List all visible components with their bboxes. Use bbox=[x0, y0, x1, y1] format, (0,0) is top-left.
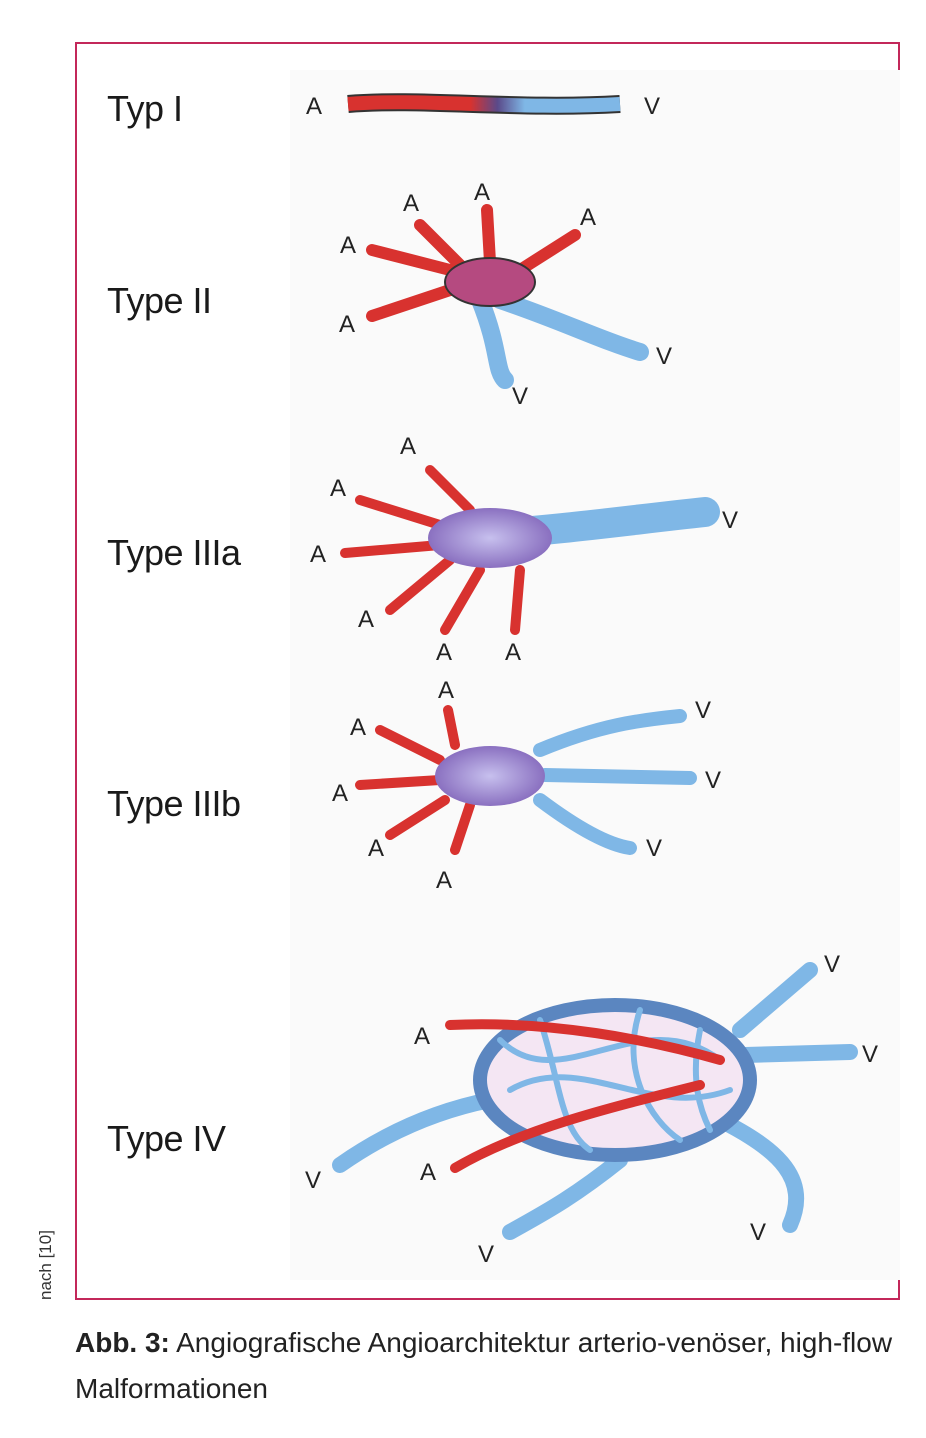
vein-label: V bbox=[478, 1241, 494, 1268]
artery-label: A bbox=[339, 311, 355, 338]
label-type-2: Type II bbox=[107, 280, 212, 321]
artery-label: A bbox=[436, 639, 452, 666]
caption-prefix: Abb. 3: bbox=[75, 1327, 170, 1358]
artery-label: A bbox=[340, 232, 356, 259]
type-1-vessel bbox=[347, 93, 621, 115]
artery-label: A bbox=[330, 475, 346, 502]
vein-label: V bbox=[824, 951, 840, 978]
artery-label: A bbox=[474, 179, 490, 206]
figure-caption: Abb. 3: Angiografische Angioarchitektur … bbox=[75, 1320, 915, 1412]
vein-label: V bbox=[644, 93, 660, 120]
vein-label: V bbox=[705, 767, 721, 794]
source-credit: nach [10] bbox=[36, 1230, 55, 1300]
label-type-3b: Type IIIb bbox=[107, 783, 241, 824]
vein-label: V bbox=[722, 507, 738, 534]
artery-label: A bbox=[420, 1159, 436, 1186]
artery-label: A bbox=[403, 190, 419, 217]
vein-label: V bbox=[750, 1219, 766, 1246]
artery-label: A bbox=[505, 639, 521, 666]
artery-label: A bbox=[414, 1023, 430, 1050]
label-type-1: Typ I bbox=[107, 88, 183, 129]
artery-label: A bbox=[358, 606, 374, 633]
type-4-vessels bbox=[332, 962, 858, 1240]
vein-label: V bbox=[646, 835, 662, 862]
vein-label: V bbox=[695, 697, 711, 724]
label-type-3a: Type IIIa bbox=[107, 532, 241, 573]
type-2-vessels bbox=[366, 204, 649, 389]
artery-label: A bbox=[332, 780, 348, 807]
label-type-4: Type IV bbox=[107, 1118, 226, 1159]
type-3b-vessels bbox=[355, 705, 697, 855]
artery-label: A bbox=[436, 867, 452, 894]
vein-label: V bbox=[305, 1167, 321, 1194]
artery-label: A bbox=[400, 433, 416, 460]
artery-label: A bbox=[580, 204, 596, 231]
vein-label: V bbox=[656, 343, 672, 370]
artery-label: A bbox=[350, 714, 366, 741]
artery-label: A bbox=[306, 93, 322, 120]
artery-label: A bbox=[438, 677, 454, 704]
artery-label: A bbox=[310, 541, 326, 568]
type-3a-vessels bbox=[340, 465, 720, 635]
artery-label: A bbox=[368, 835, 384, 862]
caption-text: Angiografische Angioarchitektur arterio-… bbox=[75, 1327, 893, 1404]
vein-label: V bbox=[862, 1041, 878, 1068]
vein-label: V bbox=[512, 383, 528, 410]
